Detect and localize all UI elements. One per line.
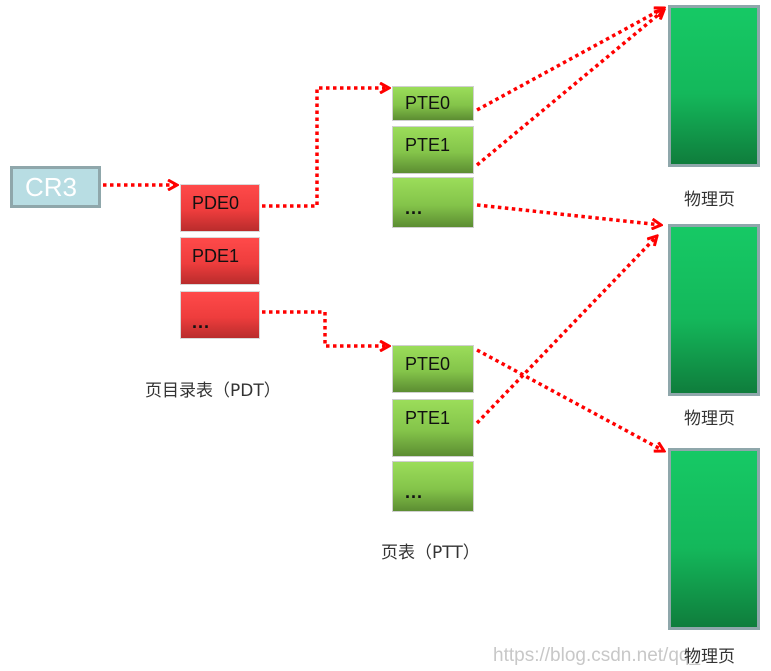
physical-page-3 (668, 448, 760, 630)
ptt-caption: 页表（PTT） (381, 543, 480, 563)
arrow-pde0-to-pte0 (262, 88, 389, 208)
physical-page-2-caption: 物理页 (684, 409, 735, 429)
pde1-entry: PDE1 (180, 237, 260, 285)
ptt2-pte1-entry: PTE1 (392, 399, 474, 457)
ptt2-pte0-entry: PTE0 (392, 345, 474, 393)
physical-page-1-caption: 物理页 (684, 190, 735, 210)
watermark: https://blog.csdn.net/qq_ (493, 645, 701, 666)
physical-page-2 (668, 224, 760, 396)
pde-more-entry: ... (180, 291, 260, 339)
cr3-register: CR3 (10, 166, 101, 208)
ptt1-pte1-entry: PTE1 (392, 126, 474, 174)
physical-page-1 (668, 5, 760, 167)
arrow-ptt2-pte1-to-page2 (475, 236, 657, 425)
ptt1-pte0-entry: PTE0 (392, 86, 474, 121)
arrow-ptt2-pte0-to-page3 (476, 348, 664, 451)
arrow-pte1-to-page1 (475, 10, 664, 167)
arrow-pde-more-to-pte0 (262, 310, 389, 346)
arrow-pte0-to-page1 (476, 8, 664, 112)
ptt2-more-entry: ... (392, 461, 474, 512)
pde0-entry: PDE0 (180, 184, 260, 232)
arrow-pte-more-to-page2 (476, 203, 661, 225)
ptt1-more-entry: ... (392, 177, 474, 228)
pdt-caption: 页目录表（PDT） (145, 381, 281, 401)
physical-page-3-caption: 物理页 (684, 647, 735, 667)
